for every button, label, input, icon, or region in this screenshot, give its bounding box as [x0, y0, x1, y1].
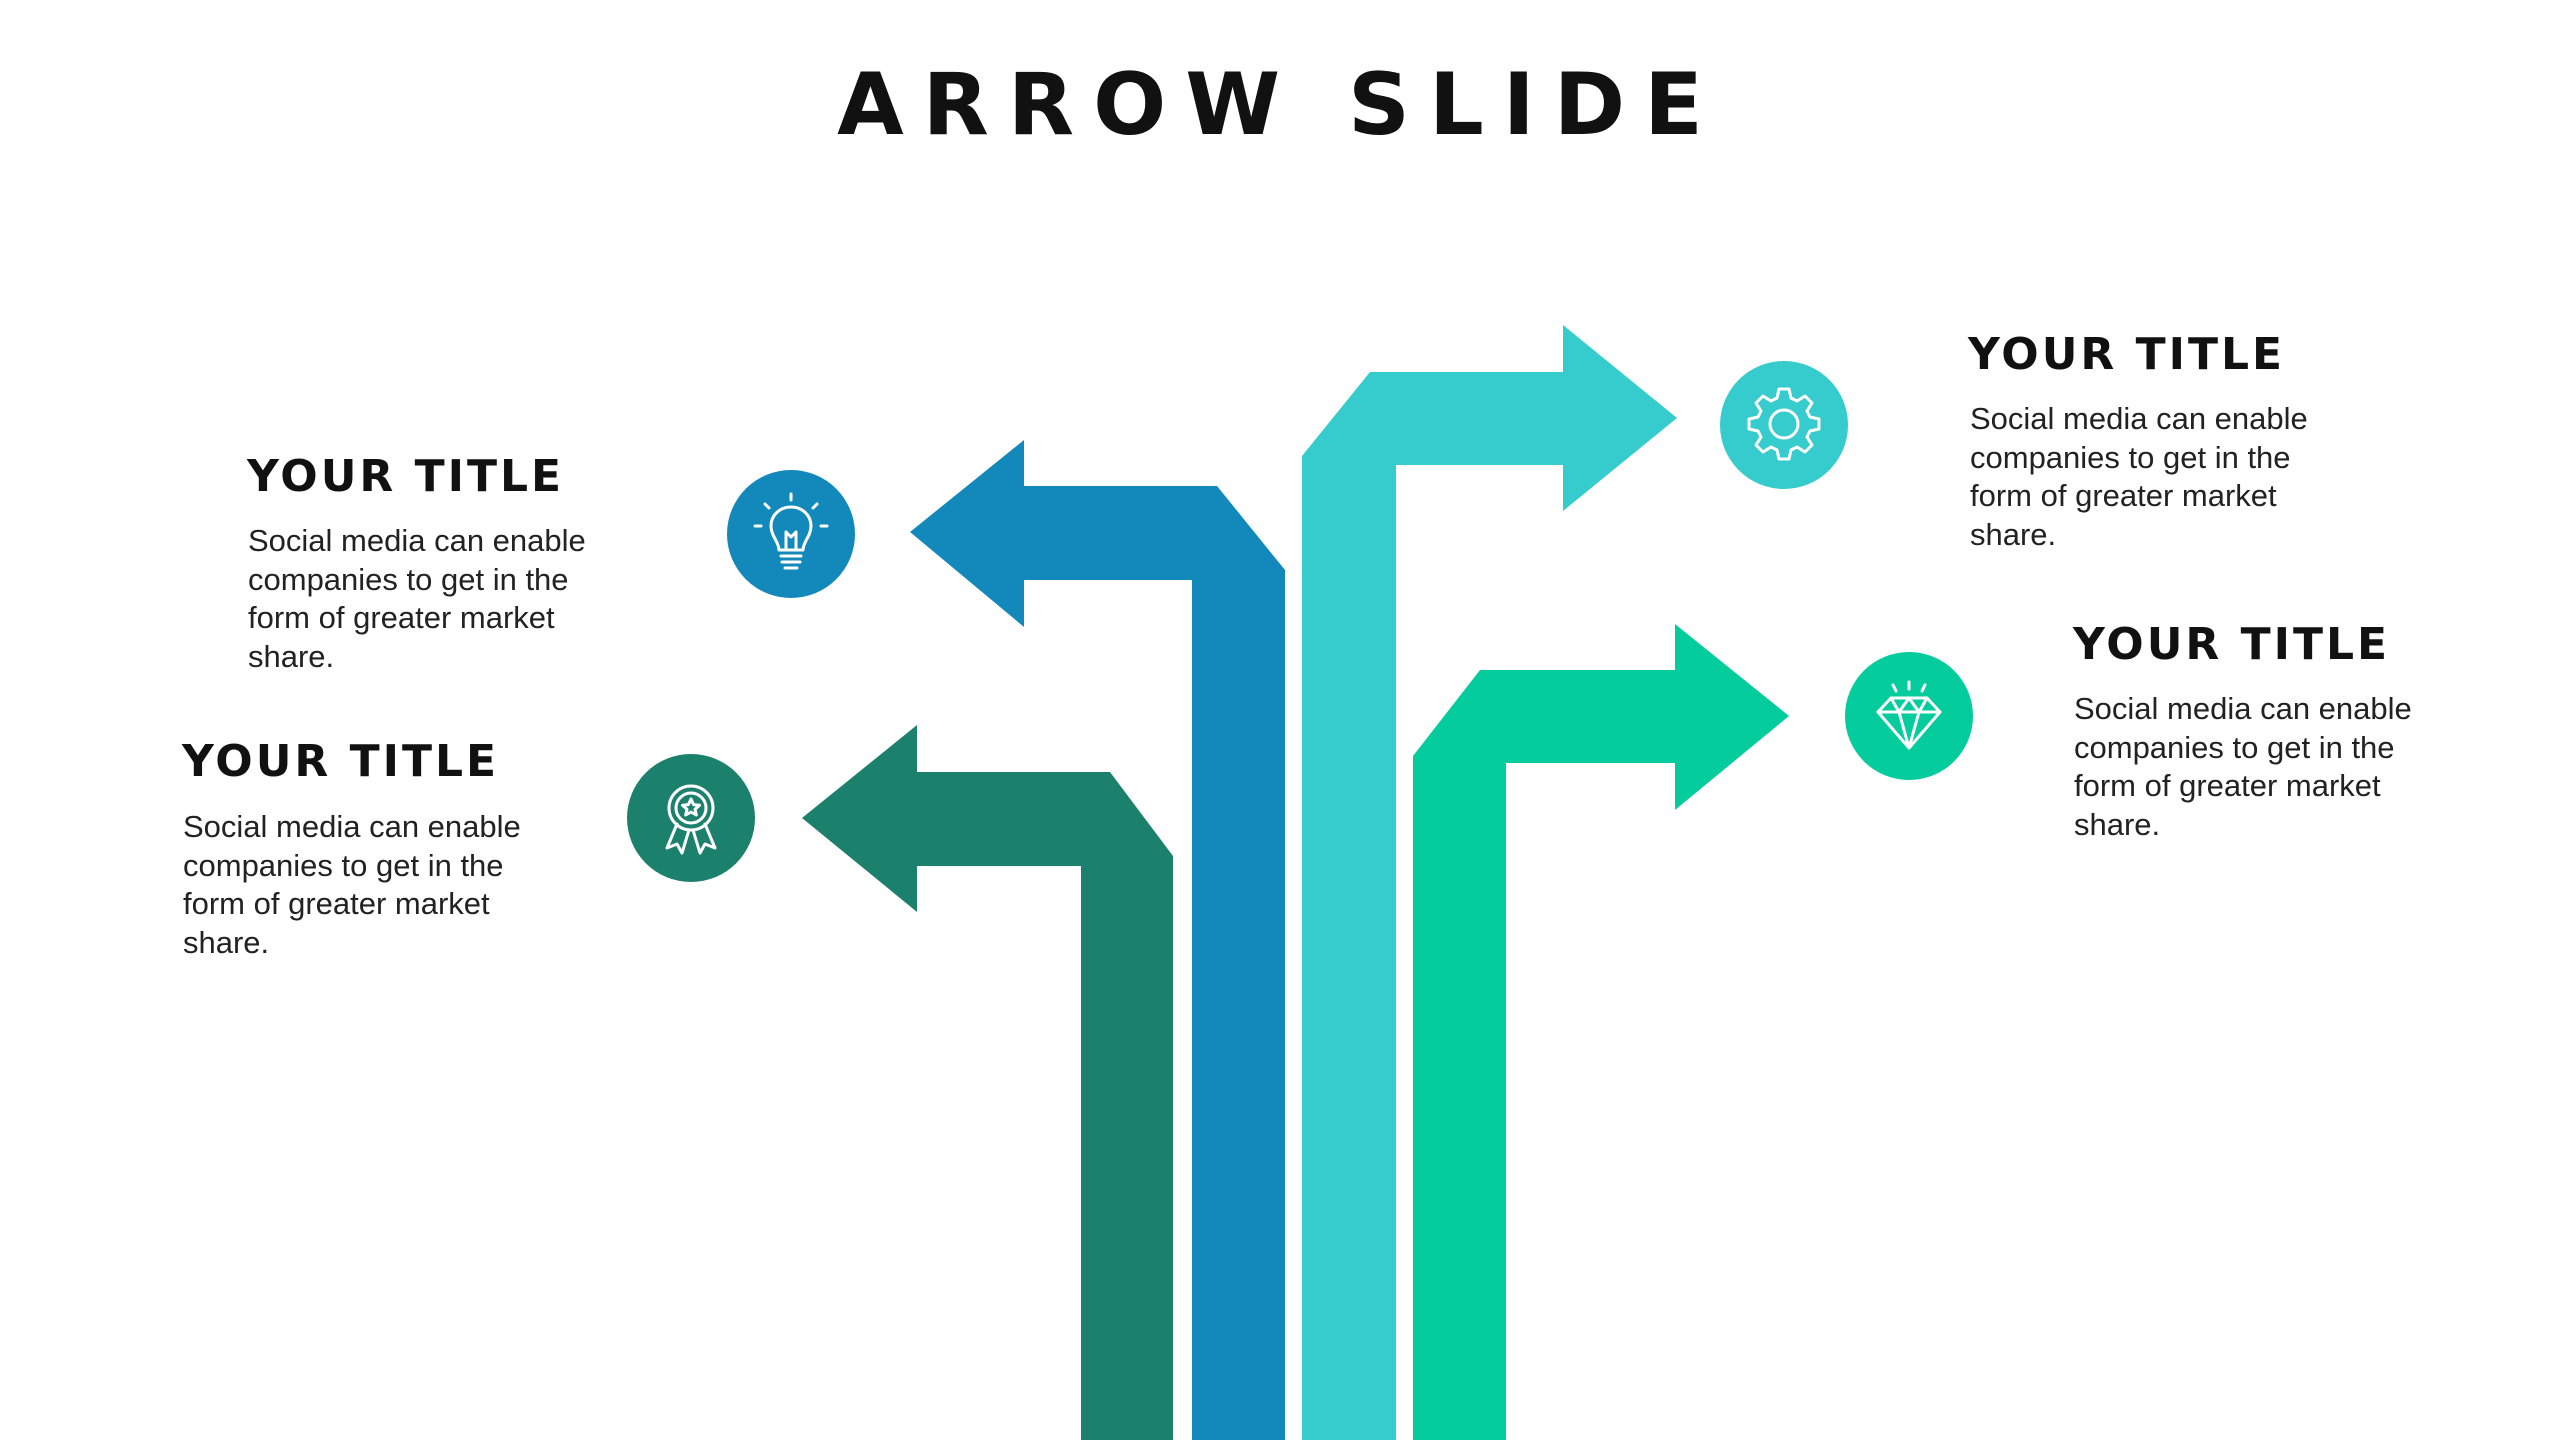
body-line: Social media can enable: [1970, 401, 2308, 436]
body-line: form of greater market: [1970, 478, 2277, 513]
body-line: form of greater market: [183, 886, 490, 921]
body-line: companies to get in the: [183, 847, 504, 883]
body-line: companies to get in the: [1970, 439, 2291, 475]
block-title-right-top: YOUR TITLE: [1968, 329, 2286, 380]
block-title-left-bottom: YOUR TITLE: [182, 736, 500, 787]
lightbulb-icon: [727, 470, 855, 598]
arrow-dark-green: [802, 725, 1173, 1440]
arrow-blue: [910, 440, 1285, 1440]
body-line: companies to get in the: [2074, 729, 2395, 765]
body-line: share.: [248, 638, 335, 674]
block-body-right-bottom: Social media can enable companies to get…: [2074, 690, 2412, 844]
gear-icon: [1720, 361, 1848, 489]
body-line: share.: [183, 924, 270, 960]
body-line: share.: [1970, 516, 2057, 552]
arrow-green: [1413, 624, 1789, 1440]
award-ribbon-icon: [627, 754, 755, 882]
body-line: companies to get in the: [248, 561, 569, 597]
body-line: share.: [2074, 806, 2161, 842]
block-body-right-top: Social media can enable companies to get…: [1970, 400, 2308, 554]
body-line: form of greater market: [248, 600, 555, 635]
slide-title: ARROW SLIDE: [837, 55, 1722, 155]
block-body-left-top: Social media can enable companies to get…: [248, 522, 586, 676]
arrow-cyan: [1302, 325, 1677, 1440]
block-body-left-bottom: Social media can enable companies to get…: [183, 808, 521, 962]
block-title-right-bottom: YOUR TITLE: [2073, 619, 2391, 670]
body-line: Social media can enable: [2074, 691, 2412, 726]
block-title-left-top: YOUR TITLE: [247, 451, 565, 502]
body-line: form of greater market: [2074, 768, 2381, 803]
diamond-icon: [1845, 652, 1973, 780]
body-line: Social media can enable: [183, 809, 521, 844]
body-line: Social media can enable: [248, 523, 586, 558]
